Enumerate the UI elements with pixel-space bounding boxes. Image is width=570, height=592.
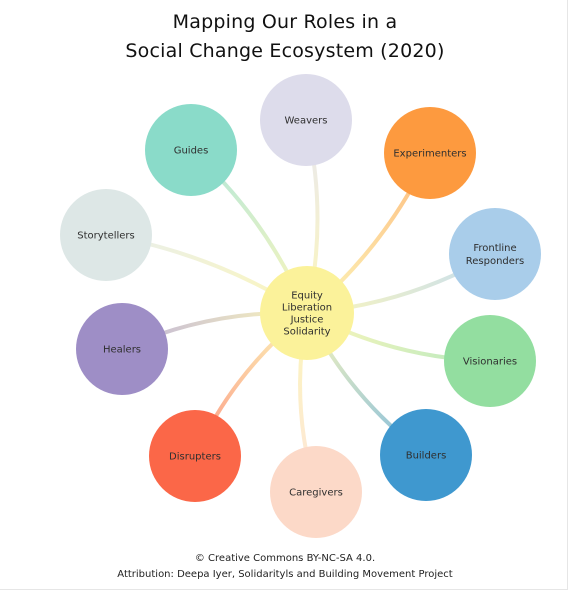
label-text: Disrupters bbox=[169, 452, 221, 463]
role-circle-storytellers bbox=[60, 189, 152, 281]
label-text: Frontline bbox=[473, 243, 516, 254]
role-circle-disrupters bbox=[149, 410, 241, 502]
role-circle-healers bbox=[76, 303, 168, 395]
label-text: Responders bbox=[466, 256, 525, 267]
label-text: Caregivers bbox=[289, 488, 343, 499]
label-text: Visionaries bbox=[463, 357, 517, 368]
label-text: Liberation bbox=[282, 303, 332, 314]
role-circle-frontline-responders bbox=[449, 208, 541, 300]
role-node-storytellers: Storytellers bbox=[60, 189, 152, 281]
label-text: Justice bbox=[290, 315, 324, 326]
license-text: © Creative Commons BY-NC-SA 4.0. bbox=[194, 553, 376, 564]
role-node-healers: Healers bbox=[76, 303, 168, 395]
label-text: Healers bbox=[103, 345, 141, 356]
label-text: Weavers bbox=[285, 116, 328, 127]
label-text: Experimenters bbox=[393, 149, 466, 160]
role-node-disrupters: Disrupters bbox=[149, 410, 241, 502]
label-text: Builders bbox=[406, 451, 447, 462]
label-text: Guides bbox=[174, 146, 209, 157]
role-circle-caregivers bbox=[270, 446, 362, 538]
role-circle-guides bbox=[145, 104, 237, 196]
title-line-1: Mapping Our Roles in a bbox=[172, 11, 398, 33]
center-circle bbox=[260, 266, 354, 360]
attribution-text: Attribution: Deepa Iyer, Solidarityls an… bbox=[117, 569, 453, 580]
role-circle-weavers bbox=[260, 74, 352, 166]
role-circle-experimenters bbox=[384, 107, 476, 199]
role-node-guides: Guides bbox=[145, 104, 237, 196]
role-node-builders: Builders bbox=[380, 409, 472, 501]
role-node-caregivers: Caregivers bbox=[270, 446, 362, 538]
role-circle-builders bbox=[380, 409, 472, 501]
title-line-2: Social Change Ecosystem (2020) bbox=[125, 40, 445, 62]
label-text: Equity bbox=[291, 291, 323, 302]
label-text: Storytellers bbox=[77, 231, 135, 242]
role-node-weavers: Weavers bbox=[260, 74, 352, 166]
role-node-experimenters: Experimenters bbox=[384, 107, 476, 199]
role-node-visionaries: Visionaries bbox=[444, 315, 536, 407]
role-nodes: WeaversExperimentersFrontlineRespondersV… bbox=[60, 74, 541, 538]
role-circle-visionaries bbox=[444, 315, 536, 407]
label-text: Solidarity bbox=[283, 327, 330, 338]
